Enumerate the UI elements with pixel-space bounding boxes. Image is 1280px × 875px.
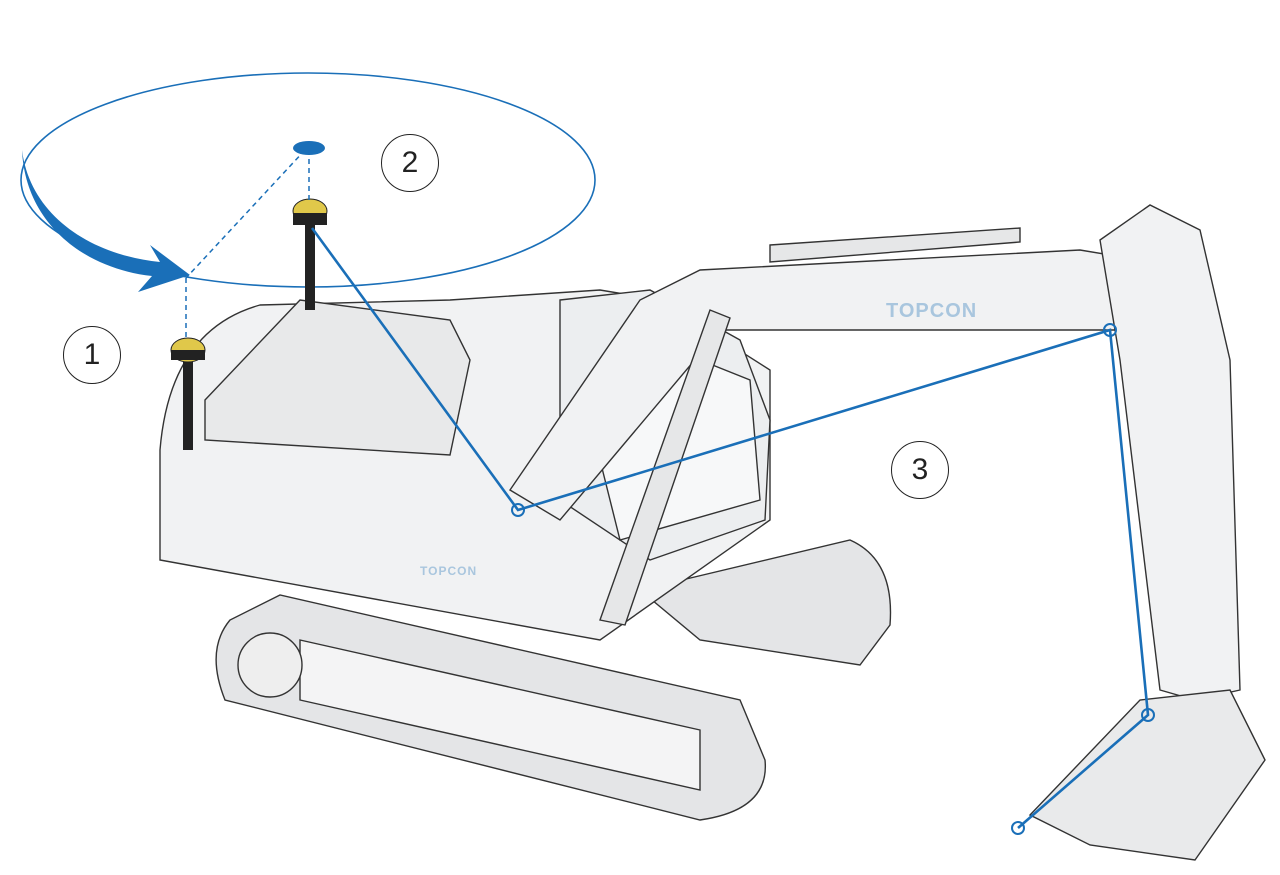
sprocket [237, 632, 303, 698]
arm [1099, 204, 1241, 701]
boom-cylinder [769, 227, 1021, 263]
body-logo: TOPCON [420, 564, 478, 578]
machine-geometry-lines [310, 227, 1150, 829]
excavator [159, 204, 1266, 861]
rotation-arrow [22, 150, 190, 292]
callout-2: 2 [381, 134, 439, 192]
boom-logo: TOPCON [886, 300, 978, 322]
track-frame [299, 639, 701, 791]
callout-3: 3 [891, 441, 949, 499]
bucket [1028, 689, 1266, 861]
engine-hood [204, 299, 471, 456]
callout-1: 1 [63, 326, 121, 384]
gnss-antenna-2 [292, 198, 328, 310]
projection-lines [185, 149, 310, 340]
rotation-center-dot [293, 141, 325, 155]
lift-cylinder [599, 309, 731, 626]
gnss-antenna-1 [170, 337, 206, 450]
pivot-points [511, 323, 1155, 835]
rear-track [638, 539, 892, 666]
